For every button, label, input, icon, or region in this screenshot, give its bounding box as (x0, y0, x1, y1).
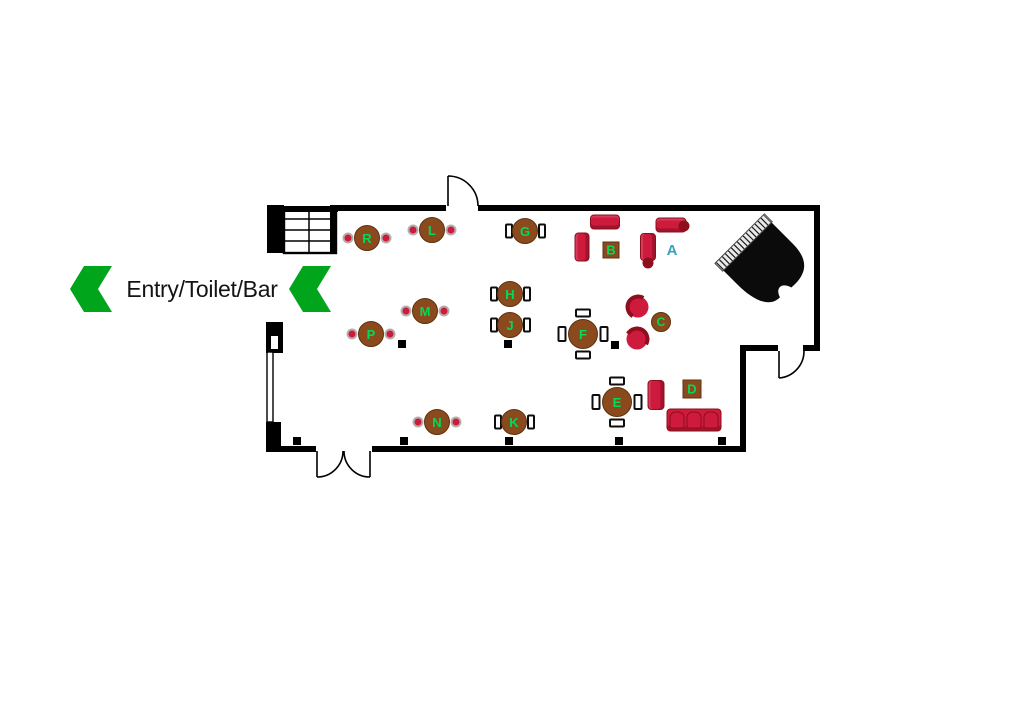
chair-icon (412, 416, 424, 428)
chair-icon (493, 414, 502, 430)
pillar (504, 340, 512, 348)
window-left (266, 351, 274, 423)
tub-chair (627, 296, 649, 318)
table-J: J (497, 312, 523, 338)
chair-icon (557, 326, 567, 342)
chair-icon (591, 394, 601, 410)
sofa (647, 380, 665, 410)
booth-B: B (602, 241, 620, 259)
chair-icon (380, 232, 392, 244)
chair-icon (522, 317, 531, 333)
chair-icon (575, 308, 591, 318)
pillar (611, 341, 619, 349)
sofa (590, 214, 620, 230)
chair-icon (575, 350, 591, 360)
table-M: M (412, 298, 438, 324)
table-K: K (501, 409, 527, 435)
chair-icon (346, 328, 358, 340)
chair-icon (384, 328, 396, 340)
chair-icon (400, 305, 412, 317)
chair-icon (609, 376, 625, 386)
pillar (398, 340, 406, 348)
table-L: L (419, 217, 445, 243)
area-label-A: A (666, 241, 678, 259)
wall-notch (271, 336, 278, 349)
side-table (642, 257, 654, 269)
chair-icon (599, 326, 609, 342)
pillar (615, 437, 623, 445)
pillar (293, 437, 301, 445)
door-top (447, 175, 479, 207)
table-P: P (358, 321, 384, 347)
table-E: E (602, 387, 632, 417)
chair-icon (504, 223, 513, 239)
pillar (400, 437, 408, 445)
bench-cushion (686, 411, 702, 429)
walls (266, 205, 820, 452)
table-G: G (512, 218, 538, 244)
chair-icon (489, 317, 498, 333)
pillar (505, 437, 513, 445)
sofa (574, 232, 590, 262)
entry-arrow-right-icon (289, 266, 331, 312)
table-F: F (568, 319, 598, 349)
booth-D: D (682, 379, 702, 399)
pillar (718, 437, 726, 445)
entry-arrow-left-icon (70, 266, 112, 312)
bench-sofa (666, 408, 722, 432)
table-C: C (651, 312, 671, 332)
chair-icon (522, 286, 531, 302)
chair-icon (445, 224, 457, 236)
chair-icon (609, 418, 625, 428)
chair-icon (526, 414, 535, 430)
side-table (678, 220, 690, 232)
door-bottom-double (316, 450, 371, 478)
door-right (778, 350, 805, 379)
table-R: R (354, 225, 380, 251)
bench-cushion (703, 411, 719, 429)
chair-icon (537, 223, 546, 239)
entry-label: Entry/Toilet/Bar (126, 276, 278, 302)
staircase (267, 205, 338, 255)
chair-icon (342, 232, 354, 244)
table-H: H (497, 281, 523, 307)
bench-cushion (669, 411, 685, 429)
chair-icon (489, 286, 498, 302)
table-N: N (424, 409, 450, 435)
tub-chair (626, 328, 648, 350)
chair-icon (450, 416, 462, 428)
chair-icon (633, 394, 643, 410)
grand-piano-icon (714, 213, 805, 303)
chair-icon (407, 224, 419, 236)
chair-icon (438, 305, 450, 317)
